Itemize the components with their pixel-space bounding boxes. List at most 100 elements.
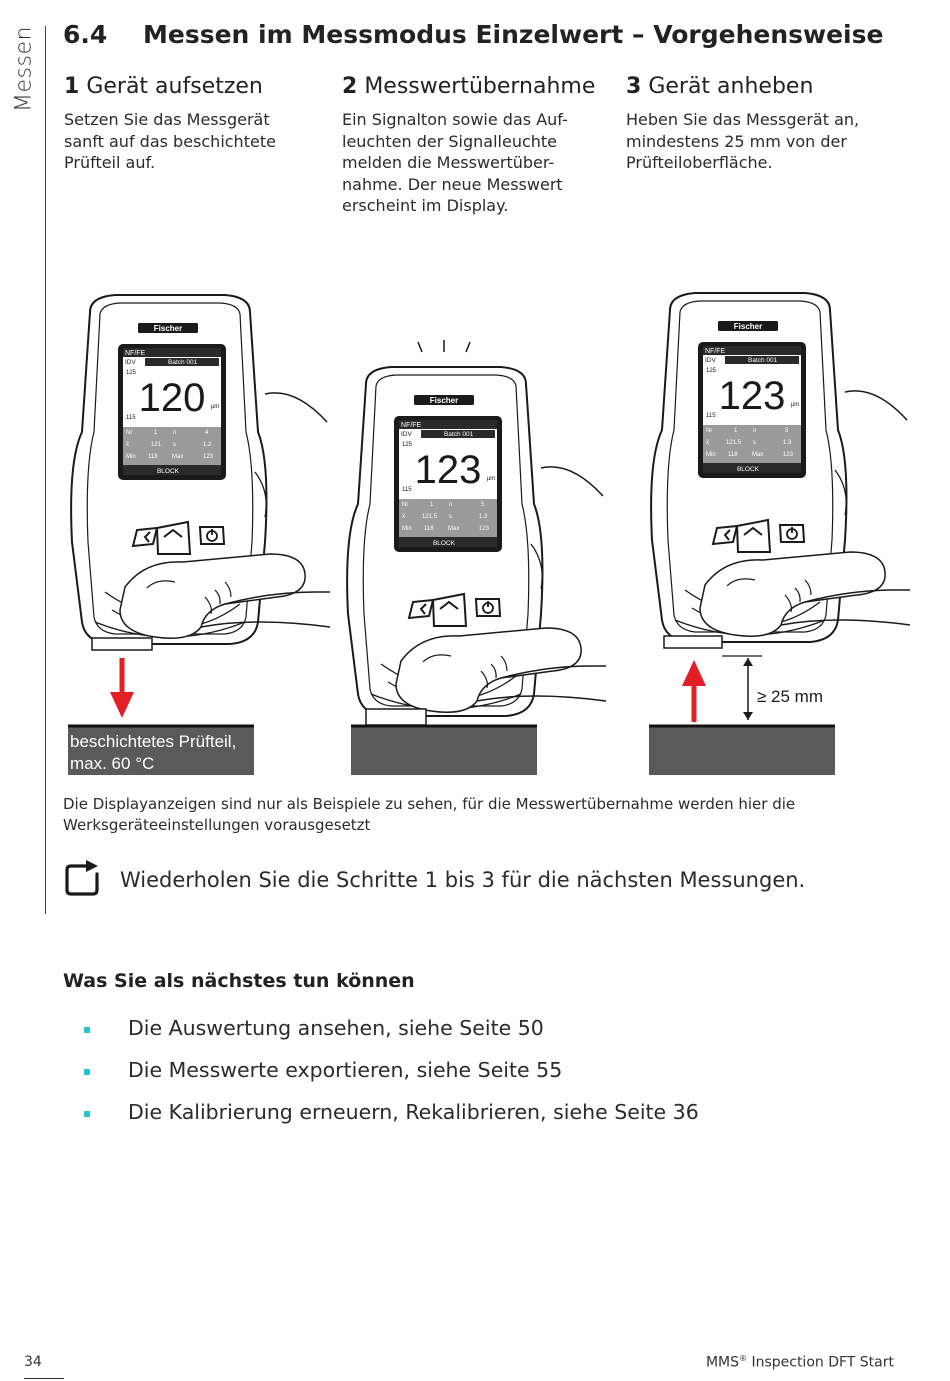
device-2-stat-label: s [449,514,452,520]
step-2-number: 2 [342,74,358,99]
device-2-stat-label: x̄ [402,514,405,520]
side-chapter-label: Messen [4,24,44,114]
repeat-text: Wiederholen Sie die Schritte 1 bis 3 für… [120,868,806,892]
device-1-mode: IDV [125,359,137,366]
device-3-stat-label: Min [706,452,716,458]
section-title: Messen im Messmodus Einzelwert – Vorgehe… [143,20,884,49]
distance-marker [722,655,762,720]
device-2-stat-value: 1.3 [479,514,488,520]
device-2-brand: Fischer [430,396,458,405]
device-3-lower: 115 [706,413,716,419]
device-3-stat-label: Max [752,452,763,458]
signal-lines [417,340,471,353]
step-2-text: Ein Signalton sowie das Auf-leuchten der… [342,110,568,215]
device-2-footer: BLOCK [433,540,456,547]
list-item[interactable]: Die Auswertung ansehen, siehe Seite 50 [84,1012,699,1054]
device-3-value: 123 [719,374,786,418]
bullet-icon [84,1069,90,1075]
step-3-number: 3 [626,74,642,99]
footer-rule [24,1378,64,1379]
device-3-stat-value: 123 [783,452,794,458]
device-1-stat-value: 1 [154,430,158,436]
list-item[interactable]: Die Kalibrierung erneuern, Rekalibrieren… [84,1096,699,1138]
device-2-probe-tip [365,708,427,726]
device-2-stat-value: 123 [479,526,490,532]
device-3-mode: IDV [705,357,717,364]
distance-label: ≥ 25 mm [757,687,823,706]
device-2-value: 123 [415,448,482,492]
device-1-stat-label: Nr [126,430,132,436]
device-1-stat-label: Max [172,454,183,460]
repeat-instruction: Wiederholen Sie die Schritte 1 bis 3 für… [64,858,805,902]
device-1-lower: 115 [126,415,136,421]
step-1-heading: 1 Gerät aufsetzen [64,74,314,99]
device-1-stat-label: s [173,442,176,448]
device-2-batch: Batch 001 [444,431,474,438]
device-3: Fischer NF/FE IDV Batch 001 125 123 µm 1… [650,292,910,649]
device-1-stat-label: x̄ [126,442,129,448]
device-1: Fischer NF/FE IDV Batch 001 125 120 µm 1… [70,294,331,651]
step-1-title: Gerät aufsetzen [86,74,263,99]
page-number: 34 [24,1354,42,1370]
device-1-unit: µm [211,404,219,410]
device-3-stat-value: 118 [728,452,738,458]
device-2-probe: NF/FE [401,422,422,429]
device-2-mode: IDV [401,431,413,438]
device-3-stat-label: x̄ [706,440,709,446]
device-3-unit: µm [791,402,799,408]
device-1-stat-value: 123 [203,454,214,460]
coated-surface-2 [351,725,537,775]
figure-caption: Die Displayanzeigen sind nur als Beispie… [63,795,796,834]
repeat-icon [64,858,102,902]
device-2-stat-value: 1 [430,502,434,508]
list-item[interactable]: Die Messwerte exportieren, siehe Seite 5… [84,1054,699,1096]
device-3-footer: BLOCK [737,466,760,473]
device-3-batch: Batch 001 [748,357,778,364]
measurement-figure: Fischer NF/FE IDV Batch 001 125 120 µm 1… [60,280,910,780]
device-2-stat-label: Max [448,526,459,532]
device-1-stat-value: 121 [151,442,162,448]
device-3-brand: Fischer [734,322,762,331]
next-steps-heading: Was Sie als nächstes tun können [63,970,415,992]
device-2-unit: µm [487,476,495,482]
device-2-stat-value: 118 [424,526,434,532]
step-3-heading: 3 Gerät anheben [626,74,886,99]
list-item-text: Die Kalibrierung erneuern, Rekalibrieren… [128,1100,699,1124]
surface-label-line1: beschichtetes Prüfteil, [70,732,236,751]
device-2-stat-label: Min [402,526,412,532]
device-1-stat-label: Min [126,454,136,460]
side-chapter-text: Messen [11,26,37,112]
device-3-upper: 125 [706,368,717,374]
side-rule [45,26,46,914]
device-1-stat-value: 1.2 [203,442,212,448]
section-heading: 6.4 Messen im Messmodus Einzelwert – Vorg… [63,20,883,49]
device-3-stat-value: 1.3 [783,440,792,446]
measurement-illustration: Fischer NF/FE IDV Batch 001 125 120 µm 1… [68,292,910,775]
step-2-title: Messwertübernahme [364,74,596,99]
device-1-stat-label: n [173,430,176,436]
step-1: 1 Gerät aufsetzen Setzen Sie das Messger… [64,74,314,174]
section-number: 6.4 [63,20,108,49]
device-1-probe: NF/FE [125,350,146,357]
device-2-upper: 125 [402,442,413,448]
device-3-stat-label: n [753,428,756,434]
device-1-stat-value: 4 [205,430,209,436]
product-brand: MMS [705,1354,739,1371]
device-1-stat-value: 118 [148,454,158,460]
product-title: Inspection DFT Start [747,1354,894,1371]
coated-surface-3 [649,725,835,775]
list-item-text: Die Auswertung ansehen, siehe Seite 50 [128,1016,544,1040]
step-3-title: Gerät anheben [648,74,814,99]
step-3: 3 Gerät anheben Heben Sie das Messgerät … [626,74,886,174]
step-1-number: 1 [64,74,80,99]
step-2-heading: 2 Messwertübernahme [342,74,595,99]
up-arrow [682,660,706,722]
device-1-batch: Batch 001 [168,359,198,366]
product-name: MMS® Inspection DFT Start [706,1354,894,1371]
device-3-stat-label: s [753,440,756,446]
device-1-value: 120 [139,376,206,420]
device-2-stat-value: 121.5 [422,514,438,520]
device-1-brand: Fischer [154,324,182,333]
device-2-stat-value: 5 [481,502,485,508]
step-2: 2 Messwertübernahme Ein Signalton sowie … [342,74,595,217]
